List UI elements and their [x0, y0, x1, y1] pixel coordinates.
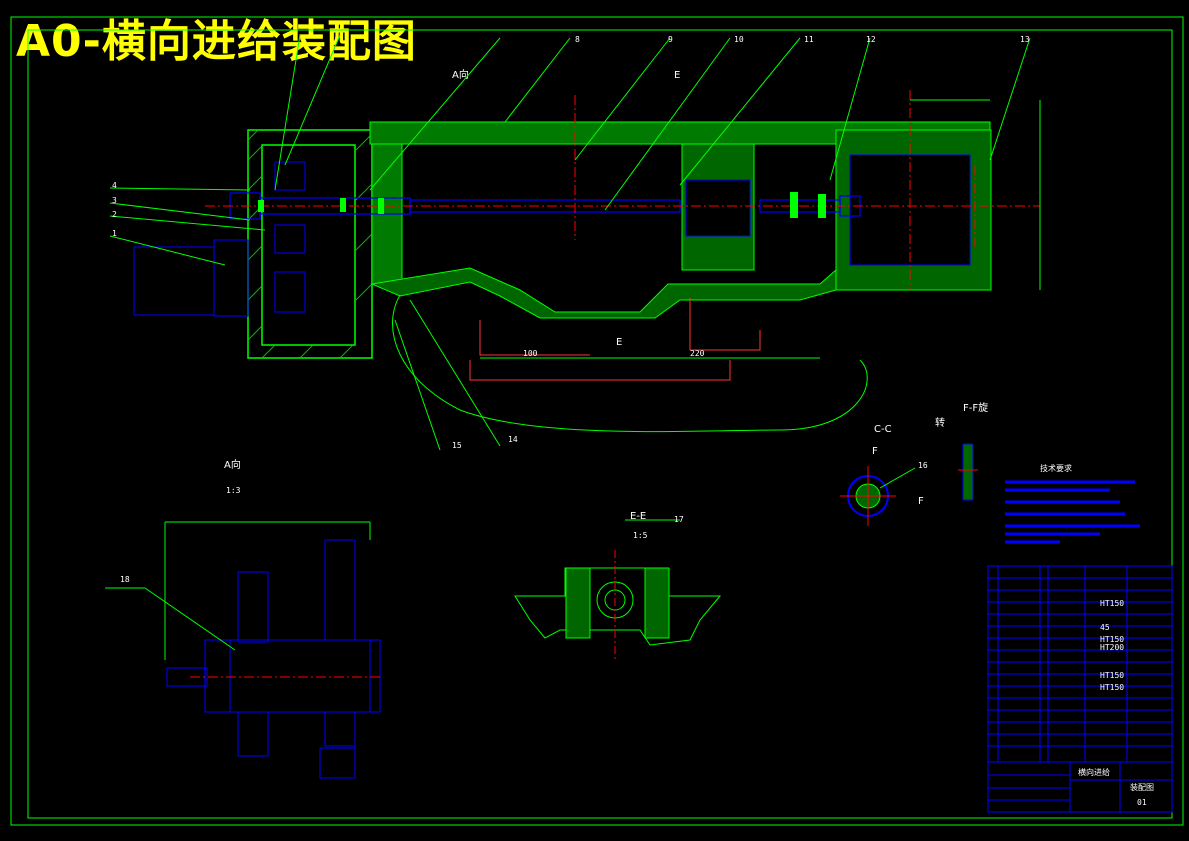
a-direction-view: A向 1:3 18 — [105, 458, 381, 779]
material-3: HT150 — [1100, 635, 1124, 644]
callout-15: 15 — [452, 441, 462, 450]
ff-view-sub: 转 — [935, 416, 945, 429]
callout-14: 14 — [508, 435, 518, 444]
technical-notes: 技术要求 — [1005, 463, 1140, 544]
callout-2: 2 — [112, 210, 117, 219]
parts-materials: HT150 45 HT150 HT200 HT150 HT150 — [1100, 599, 1124, 692]
a-view-label: A向 — [224, 458, 241, 471]
ff-view-label: F-F旋 — [963, 401, 988, 414]
parts-list — [987, 565, 1173, 763]
main-label-e: E — [674, 70, 680, 81]
main-assembly-view: 100 220 A向 E E 4 3 2 1 8 9 10 — [109, 34, 1041, 451]
cc-section-view: C-C F F 16 — [840, 424, 928, 526]
callout-4: 4 — [112, 181, 117, 190]
cc-f-top: F — [872, 446, 878, 457]
material-2: 45 — [1100, 623, 1110, 632]
cc-view-label: C-C — [874, 424, 892, 435]
callout-8: 8 — [575, 35, 580, 44]
a-view-scale: 1:3 — [226, 486, 241, 495]
material-5: HT150 — [1100, 671, 1124, 680]
callout-11: 11 — [804, 35, 814, 44]
title-block-sheet: 01 — [1137, 798, 1147, 807]
material-4: HT200 — [1100, 643, 1124, 652]
callout-1: 1 — [112, 229, 117, 238]
callout-18: 18 — [120, 575, 130, 584]
ee-section-view: E-E 1:5 17 — [514, 511, 722, 660]
callout-17: 17 — [674, 515, 684, 524]
material-6: HT150 — [1100, 683, 1124, 692]
callout-10: 10 — [734, 35, 744, 44]
outer-frame — [10, 16, 1184, 826]
ee-view-label: E-E — [630, 511, 646, 522]
callout-12: 12 — [866, 35, 876, 44]
main-label-a: A向 — [452, 68, 469, 81]
notes-heading: 技术要求 — [1040, 463, 1072, 473]
title-block-name: 横向进给 — [1078, 767, 1110, 777]
callout-13: 13 — [1020, 35, 1030, 44]
material-1: HT150 — [1100, 599, 1124, 608]
title-block — [987, 761, 1173, 813]
lower-body — [370, 267, 837, 319]
motor — [133, 246, 215, 316]
ff-section-view: F-F旋 转 — [935, 401, 988, 501]
main-label-e2: E — [616, 337, 622, 348]
dim-100: 100 — [523, 349, 538, 358]
dim-220: 220 — [690, 349, 705, 358]
cc-f-right: F — [918, 496, 924, 507]
title-block-type: 装配图 — [1130, 782, 1154, 792]
callout-3: 3 — [112, 196, 117, 205]
ee-view-scale: 1:5 — [633, 531, 648, 540]
callout-16: 16 — [918, 461, 928, 470]
drawing-title: A0-横向进给装配图 — [16, 16, 417, 67]
inner-frame — [27, 29, 1173, 819]
callout-9: 9 — [668, 35, 673, 44]
parts-list-rows — [988, 577, 1172, 747]
